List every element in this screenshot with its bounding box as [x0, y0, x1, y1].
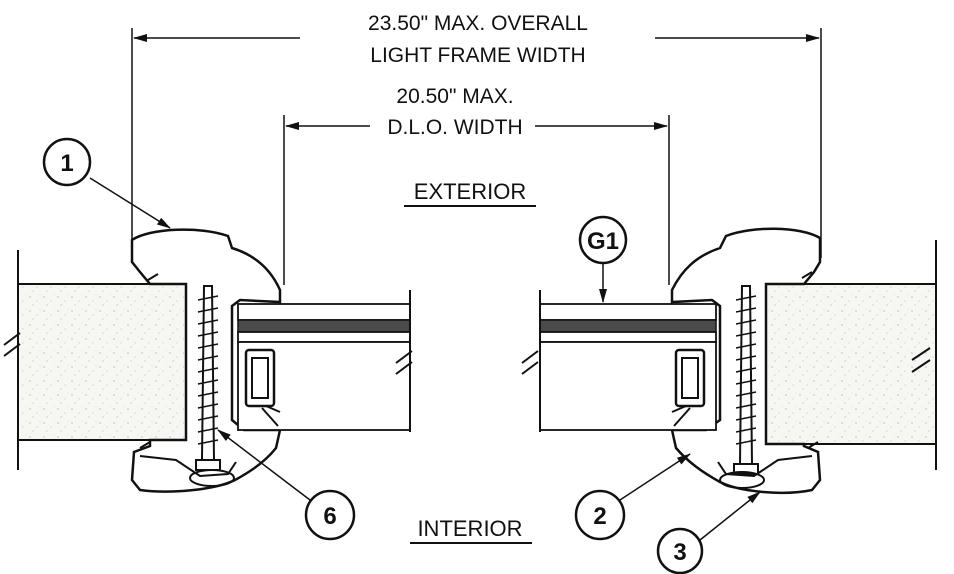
left-light-frame [130, 228, 282, 493]
right-door-panel [765, 240, 937, 470]
callout-1: 1 [42, 137, 171, 229]
callout-1-text: 1 [60, 150, 73, 177]
dlo-width-line1: 20.50" MAX. [396, 85, 513, 108]
right-light-frame [670, 227, 822, 495]
right-screw [733, 285, 759, 475]
left-screw [195, 285, 221, 471]
dlo-width-dimension: 20.50" MAX. D.L.O. WIDTH [283, 85, 670, 285]
dlo-width-line2: D.L.O. WIDTH [387, 116, 522, 139]
callout-6-text: 6 [323, 503, 336, 530]
interior-label: INTERIOR [417, 516, 522, 541]
left-door-panel [3, 250, 187, 470]
callout-2: 2 [574, 453, 691, 541]
exterior-label: EXTERIOR [414, 179, 526, 204]
callout-6: 6 [217, 429, 356, 541]
callout-3-text: 3 [673, 539, 686, 566]
callout-2-text: 2 [593, 503, 606, 530]
overall-width-dimension: 23.50" MAX. OVERALL LIGHT FRAME WIDTH [131, 12, 822, 258]
overall-width-line2: LIGHT FRAME WIDTH [370, 44, 585, 67]
callout-g1-text: G1 [587, 228, 619, 255]
overall-width-line1: 23.50" MAX. OVERALL [368, 12, 588, 35]
right-glazing-unit [521, 290, 717, 432]
callout-g1: G1 [578, 215, 628, 303]
left-glazing-unit [237, 290, 413, 432]
callout-3: 3 [656, 491, 761, 574]
